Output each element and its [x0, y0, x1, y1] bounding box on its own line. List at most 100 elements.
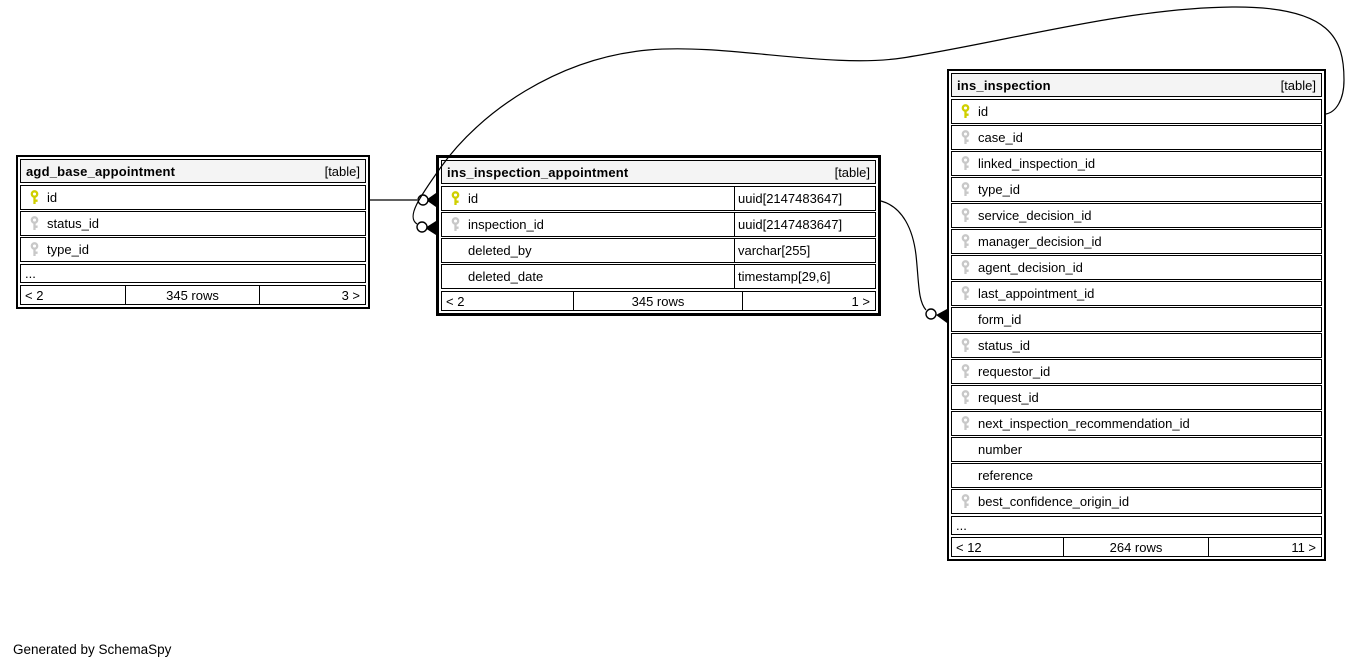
key-glyph — [30, 190, 38, 204]
column-name: status_id — [978, 338, 1031, 353]
column-row-deleted_by: deleted_by varchar[255] — [441, 238, 876, 263]
column-row-linked_inspection_id: linked_inspection_id — [951, 151, 1322, 176]
row-count: 345 rows — [572, 292, 744, 310]
foreign-key-icon — [952, 286, 978, 301]
column-row-service_decision_id: service_decision_id — [951, 203, 1322, 228]
foreign-key-icon — [952, 338, 978, 353]
column-name: agent_decision_id — [978, 260, 1083, 275]
column-name: id — [468, 191, 479, 206]
column-row-deleted_date: deleted_date timestamp[29,6] — [441, 264, 876, 289]
column-type: uuid[2147483647] — [734, 187, 875, 210]
table-title[interactable]: ins_inspection — [957, 77, 1051, 93]
foreign-key-icon — [952, 208, 978, 223]
foreign-key-icon — [952, 182, 978, 197]
column-name: number — [978, 442, 1023, 457]
key-glyph — [961, 364, 969, 378]
column-name: requestor_id — [978, 364, 1051, 379]
table-footer: < 2 345 rows 3 > — [20, 285, 366, 305]
related-tables-right-count: 11 > — [1291, 539, 1317, 555]
column-name: next_inspection_recommendation_id — [978, 416, 1190, 431]
fk-arrowhead-icon — [425, 221, 436, 235]
column-row-last_appointment_id: last_appointment_id — [951, 281, 1322, 306]
table-ins_inspection: ins_inspection [table] id case_id linked… — [947, 69, 1326, 561]
related-tables-left-count: < 12 — [956, 539, 982, 555]
more-columns-ellipsis: ... — [951, 516, 1322, 535]
key-glyph — [961, 234, 969, 248]
column-type: uuid[2147483647] — [734, 213, 875, 236]
primary-key-icon — [442, 191, 468, 206]
column-name: best_confidence_origin_id — [978, 494, 1130, 509]
column-name: deleted_date — [468, 269, 544, 284]
fk-arrowhead-icon — [936, 309, 947, 323]
key-glyph — [961, 338, 969, 352]
zero-or-one-circle-icon — [416, 221, 428, 233]
key-glyph — [961, 182, 969, 196]
column-name: id — [978, 104, 989, 119]
column-row-request_id: request_id — [951, 385, 1322, 410]
column-row-case_id: case_id — [951, 125, 1322, 150]
relationship-agd_base_appointment-id-to-ins_inspection_appointment-id — [370, 193, 436, 207]
column-row-best_confidence_origin_id: best_confidence_origin_id — [951, 489, 1322, 514]
column-type: timestamp[29,6] — [734, 265, 875, 288]
key-glyph — [961, 156, 969, 170]
key-glyph — [961, 390, 969, 404]
column-name: last_appointment_id — [978, 286, 1095, 301]
column-row-status_id: status_id — [951, 333, 1322, 358]
column-name: case_id — [978, 130, 1023, 145]
related-tables-right-count: 1 > — [851, 293, 870, 309]
key-glyph — [30, 242, 38, 256]
table-header: ins_inspection [table] — [951, 73, 1322, 97]
key-glyph — [451, 217, 459, 231]
table-type-badge: [table] — [324, 163, 360, 179]
key-glyph — [30, 216, 38, 230]
table-type-badge: [table] — [1280, 77, 1316, 93]
column-name: request_id — [978, 390, 1039, 405]
column-name: form_id — [978, 312, 1022, 327]
column-row-form_id: form_id — [951, 307, 1322, 332]
foreign-key-icon — [952, 156, 978, 171]
key-glyph — [451, 191, 459, 205]
column-name: manager_decision_id — [978, 234, 1102, 249]
row-count: 345 rows — [124, 286, 261, 304]
primary-key-icon — [952, 104, 978, 119]
column-row-number: number — [951, 437, 1322, 462]
table-type-badge: [table] — [834, 164, 870, 180]
zero-or-one-circle-icon — [925, 308, 937, 320]
key-glyph — [961, 494, 969, 508]
column-row-reference: reference — [951, 463, 1322, 488]
key-glyph — [961, 208, 969, 222]
table-footer: < 12 264 rows 11 > — [951, 537, 1322, 557]
column-row-requestor_id: requestor_id — [951, 359, 1322, 384]
column-name: deleted_by — [468, 243, 532, 258]
column-type: varchar[255] — [734, 239, 875, 262]
column-row-type_id: type_id — [951, 177, 1322, 202]
key-glyph — [961, 130, 969, 144]
column-name: inspection_id — [468, 217, 544, 232]
column-row-manager_decision_id: manager_decision_id — [951, 229, 1322, 254]
foreign-key-icon — [21, 216, 47, 231]
foreign-key-icon — [952, 260, 978, 275]
column-row-status_id: status_id — [20, 211, 366, 236]
column-name: id — [47, 190, 58, 205]
column-row-id: id uuid[2147483647] — [441, 186, 876, 211]
column-row-type_id: type_id — [20, 237, 366, 262]
table-footer: < 2 345 rows 1 > — [441, 291, 876, 311]
table-header: agd_base_appointment [table] — [20, 159, 366, 183]
foreign-key-icon — [952, 364, 978, 379]
column-name: service_decision_id — [978, 208, 1092, 223]
column-row-inspection_id: inspection_id uuid[2147483647] — [441, 212, 876, 237]
column-rows: id status_id type_id — [19, 184, 367, 263]
table-title[interactable]: ins_inspection_appointment — [447, 164, 629, 180]
column-rows: id case_id linked_inspection_id type_id … — [950, 98, 1323, 515]
key-glyph — [961, 416, 969, 430]
relationship-ins_inspection_appointment-id-to-ins_inspection-last_appointment_id — [880, 200, 947, 323]
column-row-agent_decision_id: agent_decision_id — [951, 255, 1322, 280]
row-count: 264 rows — [1063, 538, 1209, 556]
table-title[interactable]: agd_base_appointment — [26, 163, 176, 179]
more-columns-ellipsis: ... — [20, 264, 366, 283]
key-glyph — [961, 260, 969, 274]
related-tables-left-count: < 2 — [25, 287, 44, 303]
foreign-key-icon — [952, 494, 978, 509]
column-row-id: id — [951, 99, 1322, 124]
column-name: type_id — [47, 242, 89, 257]
